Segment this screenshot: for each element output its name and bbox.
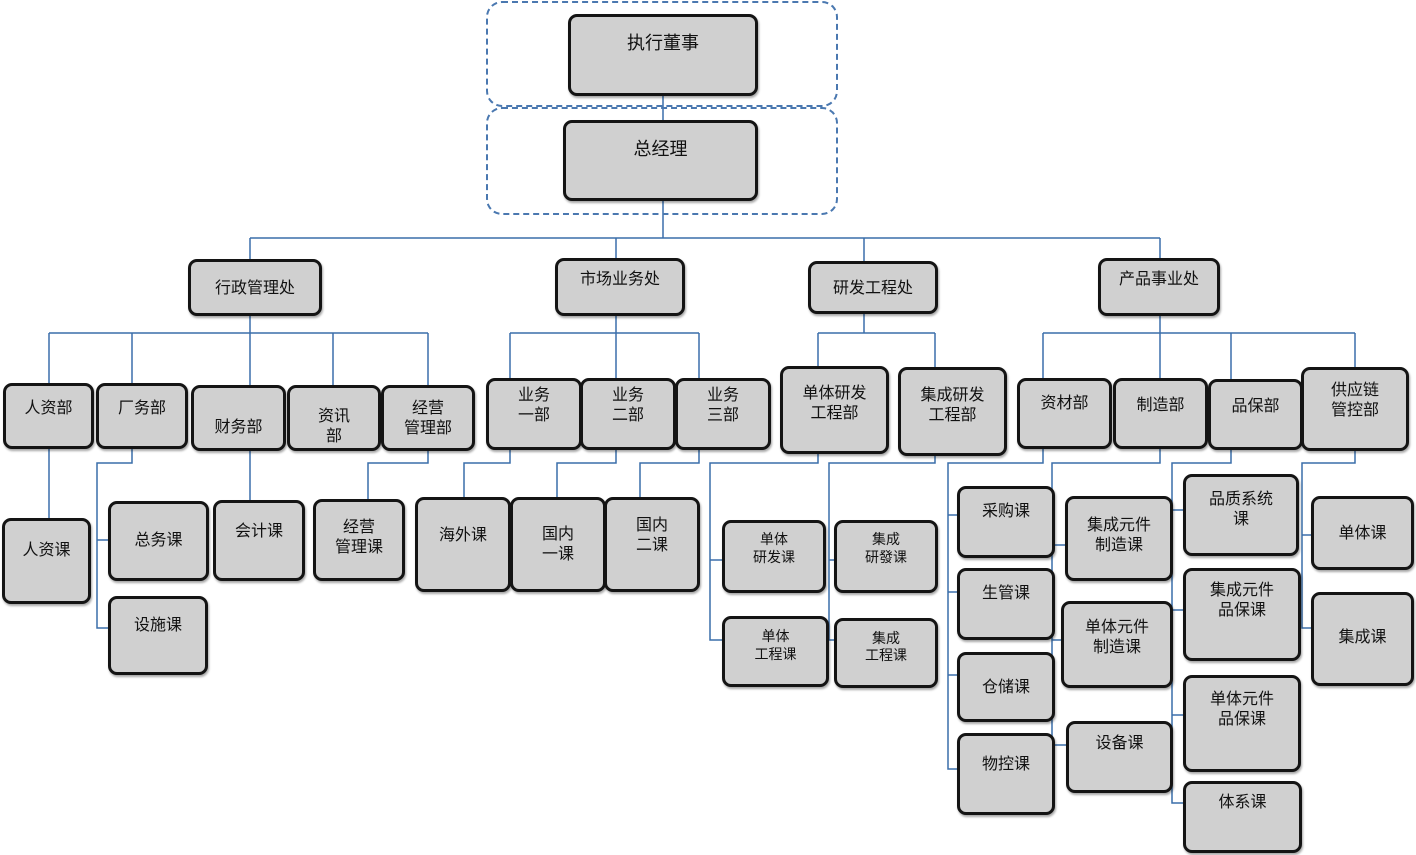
node-dept-quality[interactable]: 品保部 <box>1208 379 1303 450</box>
node-section-single-qa[interactable]: 单体元件 品保课 <box>1183 675 1301 772</box>
node-dept-material[interactable]: 资材部 <box>1017 378 1112 449</box>
node-section-general[interactable]: 总务课 <box>108 501 209 581</box>
node-executive[interactable]: 执行董事 <box>568 14 758 96</box>
executive-group-outline <box>486 1 838 107</box>
node-section-integ-qa[interactable]: 集成元件 品保课 <box>1183 568 1301 661</box>
node-section-integ-eng[interactable]: 集成 工程课 <box>834 618 938 688</box>
node-dept-supply-chain[interactable]: 供应链 管控部 <box>1301 367 1409 451</box>
node-section-single-rd[interactable]: 单体 研发课 <box>722 520 826 593</box>
node-dept-factory[interactable]: 厂务部 <box>96 383 188 449</box>
node-section-overseas[interactable]: 海外课 <box>415 497 511 592</box>
node-section-single-mfg[interactable]: 单体元件 制造课 <box>1061 601 1173 688</box>
node-dept-biz2[interactable]: 业务 二部 <box>580 378 676 450</box>
node-dept-single-rd[interactable]: 单体研发 工程部 <box>780 366 889 454</box>
node-dept-biz3[interactable]: 业务 三部 <box>675 378 771 450</box>
node-dept-manufacturing[interactable]: 制造部 <box>1113 378 1208 449</box>
node-division-rd[interactable]: 研发工程处 <box>808 261 938 314</box>
node-dept-mgmt[interactable]: 经营 管理部 <box>381 385 475 451</box>
node-section-integ[interactable]: 集成课 <box>1311 592 1414 686</box>
node-section-equipment[interactable]: 设备课 <box>1066 721 1173 793</box>
node-section-single[interactable]: 单体课 <box>1311 496 1414 570</box>
node-section-integ-mfg[interactable]: 集成元件 制造课 <box>1065 496 1173 581</box>
node-section-purchase[interactable]: 采购课 <box>957 486 1055 558</box>
node-dept-integ-rd[interactable]: 集成研发 工程部 <box>898 367 1007 456</box>
node-division-admin[interactable]: 行政管理处 <box>188 259 322 316</box>
node-dept-finance[interactable]: 财务部 <box>191 385 286 451</box>
node-section-material-control[interactable]: 物控课 <box>957 733 1055 815</box>
node-dept-it[interactable]: 资讯 部 <box>287 385 381 451</box>
node-section-integ-rd[interactable]: 集成 研發课 <box>834 520 938 593</box>
node-section-warehouse[interactable]: 仓储课 <box>957 652 1055 722</box>
node-section-hr[interactable]: 人资课 <box>2 518 91 604</box>
node-section-domestic1[interactable]: 国内 一课 <box>510 497 606 592</box>
node-section-mgmt[interactable]: 经营 管理课 <box>313 499 405 581</box>
node-division-market[interactable]: 市场业务处 <box>555 258 685 316</box>
node-section-accounting[interactable]: 会计课 <box>213 500 305 581</box>
node-section-domestic2[interactable]: 国内 二课 <box>604 497 700 592</box>
node-section-facility[interactable]: 设施课 <box>108 596 208 675</box>
node-section-system[interactable]: 体系课 <box>1183 781 1302 853</box>
node-section-single-eng[interactable]: 单体 工程课 <box>722 616 829 687</box>
node-dept-hr[interactable]: 人资部 <box>3 383 94 449</box>
node-dept-biz1[interactable]: 业务 一部 <box>486 378 582 450</box>
gm-group-outline <box>486 107 838 215</box>
node-section-production-control[interactable]: 生管课 <box>957 568 1055 640</box>
node-division-product[interactable]: 产品事业处 <box>1098 258 1220 316</box>
node-section-quality-system[interactable]: 品质系统 课 <box>1183 474 1299 556</box>
node-general-manager[interactable]: 总经理 <box>563 120 758 201</box>
